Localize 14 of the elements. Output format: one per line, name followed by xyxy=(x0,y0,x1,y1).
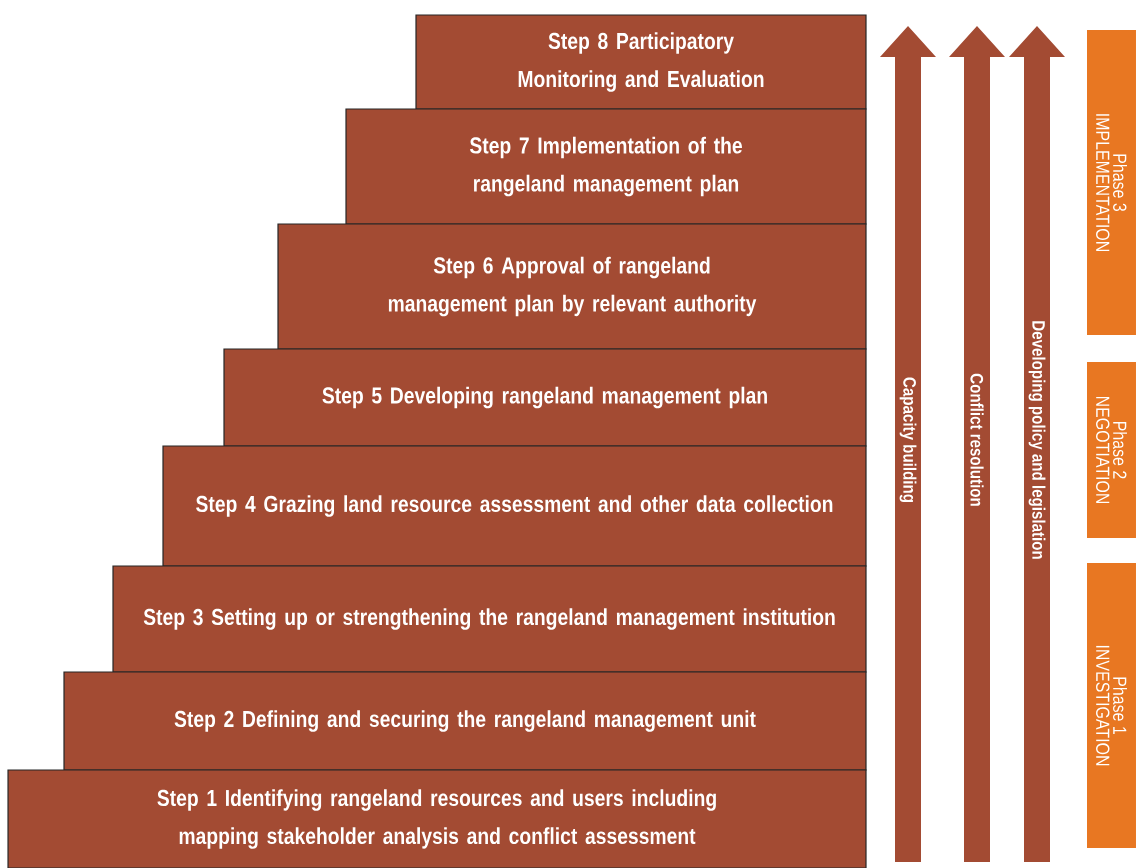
upward-banner: Capacity building xyxy=(880,26,936,862)
step-box: Step 7 Implementation of the rangeland management plan xyxy=(345,108,867,225)
step-box: Step 5 Developing rangeland management plan xyxy=(223,348,867,447)
phase-box: Phase 3 IMPLEMENTATION xyxy=(1087,30,1136,335)
step-box: Step 8 Participatory Monitoring and Evaluation xyxy=(415,14,867,110)
step-box: Step 3 Setting up or strengthening the rangeland management institution xyxy=(112,565,867,673)
step-box: Step 6 Approval of rangeland management plan by relevant authority xyxy=(277,223,867,350)
step-box: Step 4 Grazing land resource assessment and other data collection xyxy=(162,445,867,567)
step-box: Step 1 Identifying rangeland resources and users including mapping stakeholder analysis and conflict assessment xyxy=(7,769,867,868)
upward-banner: Conflict resolution xyxy=(949,26,1005,862)
step-box: Step 2 Defining and securing the rangeland management unit xyxy=(63,671,867,771)
upward-banner: Developing policy and legislation xyxy=(1009,26,1065,862)
phase-box: Phase 2 NEGOTIATION xyxy=(1087,362,1136,538)
phase-box: Phase 1 INVESTIGATION xyxy=(1087,563,1136,848)
